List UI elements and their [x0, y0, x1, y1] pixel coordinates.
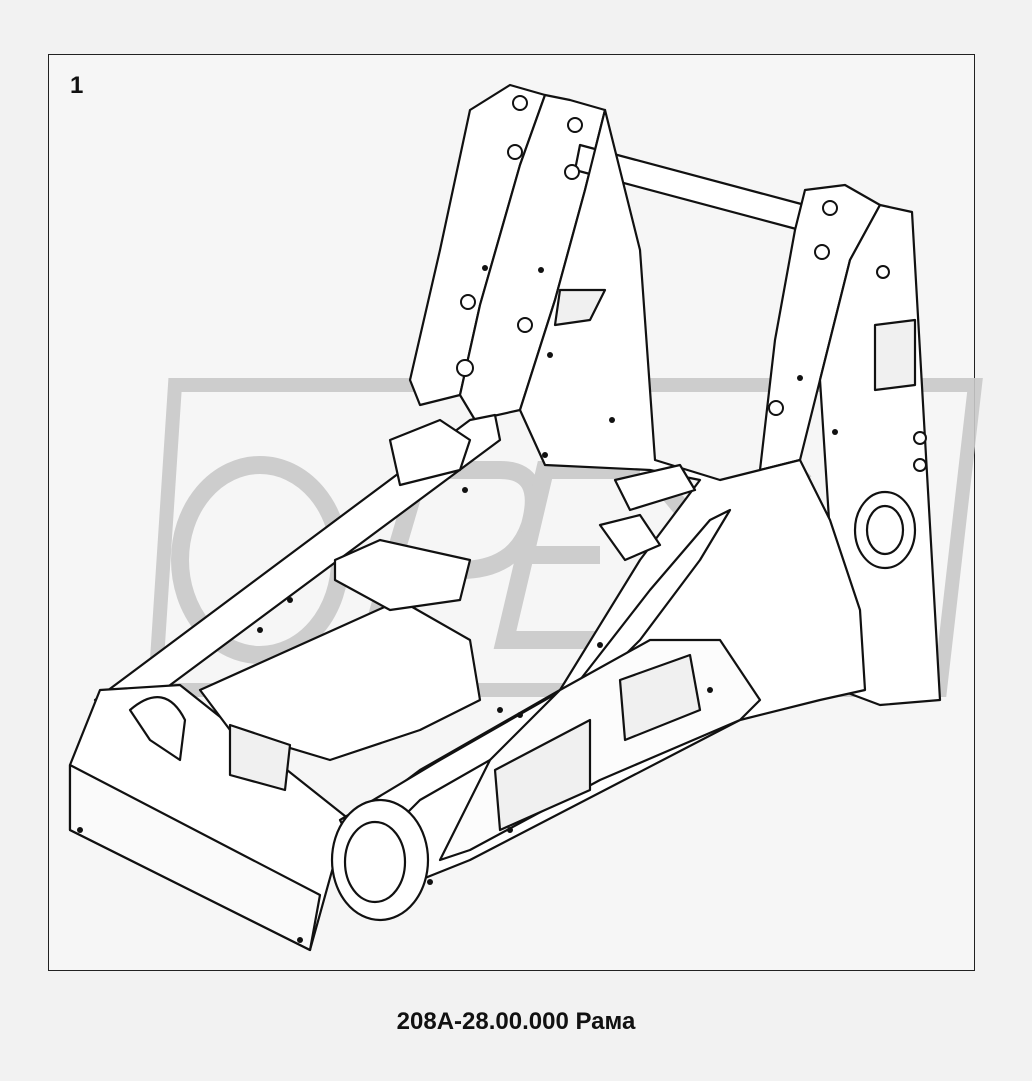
frame-outline [68, 83, 942, 952]
figure-caption: 208А-28.00.000 Рама [396, 1008, 636, 1035]
item-number: 1 [70, 72, 84, 99]
mounting-holes [456, 95, 927, 472]
rivet-dots [77, 265, 838, 943]
